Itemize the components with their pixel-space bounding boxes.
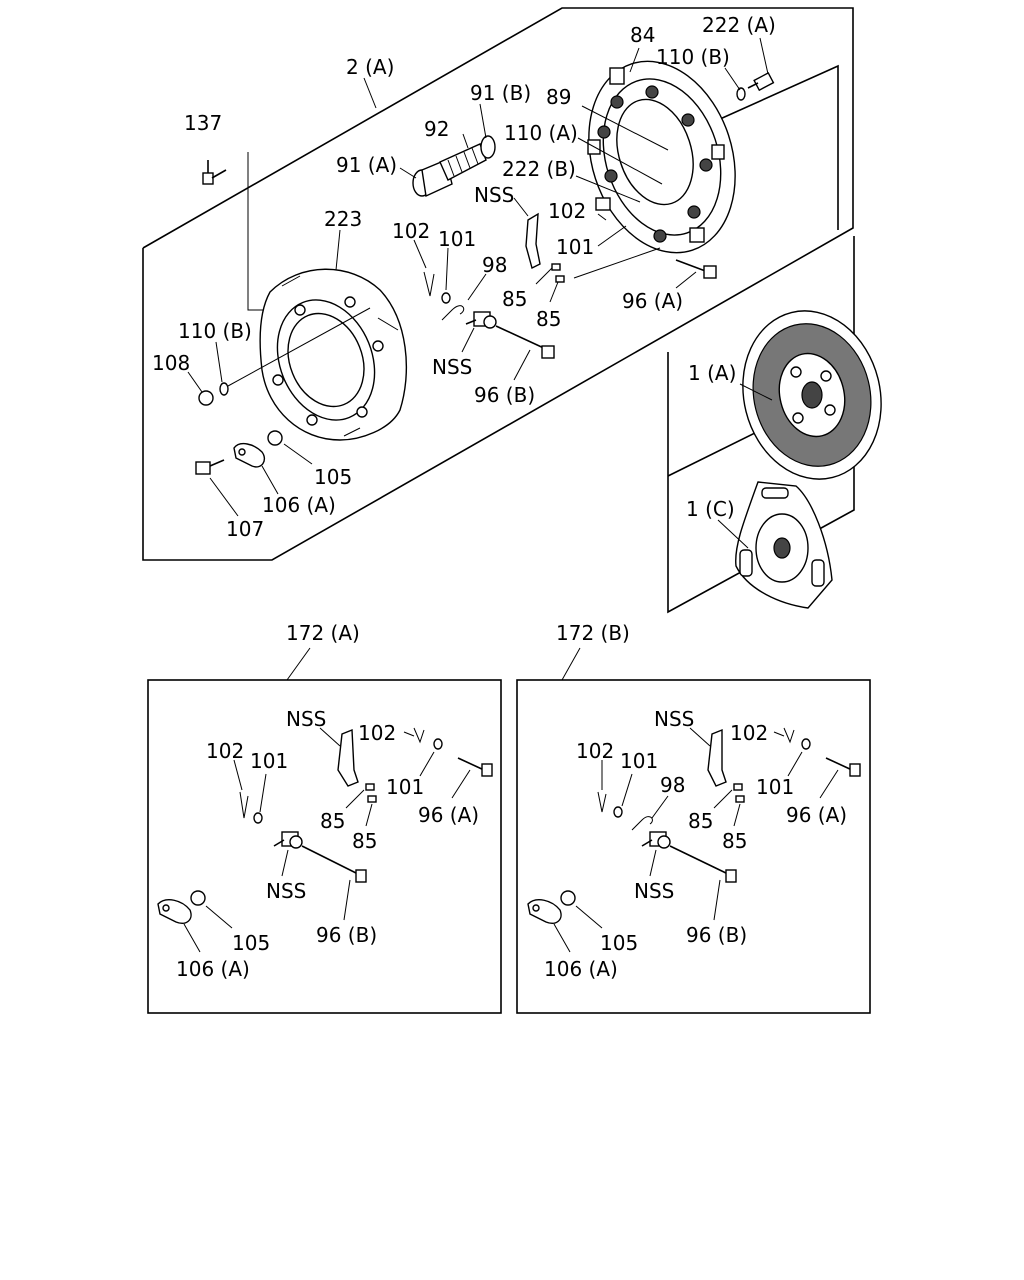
bolt-137	[202, 152, 270, 311]
label-102-left: 102	[392, 219, 430, 243]
label-98: 98	[482, 253, 507, 277]
kit-frame-172b	[516, 647, 871, 1014]
label-137: 137	[184, 111, 222, 135]
clutch-disc-1c	[717, 481, 833, 609]
label-101-left: 101	[438, 227, 476, 251]
pins-85	[535, 263, 565, 303]
kit-a-label-101-b: 101	[386, 775, 424, 799]
label-91b: 91 (B)	[470, 81, 531, 105]
kit-a-label-nss-1: NSS	[286, 707, 326, 731]
leaders-top-right	[575, 37, 769, 247]
label-89: 89	[546, 85, 571, 109]
bolt-96b-top	[495, 325, 555, 381]
label-105-top: 105	[314, 465, 352, 489]
label-101-right: 101	[556, 235, 594, 259]
washer-110b-top	[736, 87, 746, 101]
eyebolt-nss-mid	[461, 311, 497, 353]
washer-110b-left	[215, 307, 371, 396]
label-85-b: 85	[536, 307, 561, 331]
label-1a: 1 (A)	[688, 361, 736, 385]
label-1c: 1 (C)	[686, 497, 735, 521]
label-172b: 172 (B)	[556, 621, 630, 645]
label-nss-mid: NSS	[432, 355, 472, 379]
kit-a-label-85-a: 85	[320, 809, 345, 833]
kit-b-label-101-b: 101	[756, 775, 794, 799]
spring-98	[441, 273, 487, 321]
release-sleeve-92	[399, 103, 496, 198]
label-110a: 110 (A)	[504, 121, 578, 145]
kit-b-label-102-a: 102	[576, 739, 614, 763]
nut-108	[187, 371, 214, 406]
kit-a-label-105: 105	[232, 931, 270, 955]
kit-a-label-96a: 96 (A)	[418, 803, 479, 827]
nut-105-top	[267, 430, 313, 465]
kit-b-label-105: 105	[600, 931, 638, 955]
kit-a-label-102-a: 102	[206, 739, 244, 763]
kit-b-label-nss-1: NSS	[654, 707, 694, 731]
kit-a-label-101-a: 101	[250, 749, 288, 773]
kit-a-parts	[157, 727, 493, 953]
kit-a-label-96b: 96 (B)	[316, 923, 377, 947]
label-106a-top: 106 (A)	[262, 493, 336, 517]
kit-b-parts	[527, 727, 861, 953]
kit-b-label-85-a: 85	[688, 809, 713, 833]
label-96a-top: 96 (A)	[622, 289, 683, 313]
label-91a: 91 (A)	[336, 153, 397, 177]
label-84: 84	[630, 23, 655, 47]
kit-b-label-96b: 96 (B)	[686, 923, 747, 947]
kit-frame-172a	[147, 647, 502, 1014]
label-2a: 2 (A)	[346, 55, 394, 79]
kit-b-label-106a: 106 (A)	[544, 957, 618, 981]
pressure-plate-84	[587, 60, 736, 254]
bolt-96a-top	[573, 247, 717, 289]
label-110b-left: 110 (B)	[178, 319, 252, 343]
kit-b-label-96a: 96 (A)	[786, 803, 847, 827]
pin-102-left	[413, 239, 435, 297]
kit-a-label-85-b: 85	[352, 829, 377, 853]
label-96b-top: 96 (B)	[474, 383, 535, 407]
label-108: 108	[152, 351, 190, 375]
bolt-222a	[747, 71, 775, 92]
label-222a: 222 (A)	[702, 13, 776, 37]
kit-b-label-101-a: 101	[620, 749, 658, 773]
kit-a-label-102-b: 102	[358, 721, 396, 745]
label-110b-top: 110 (B)	[656, 45, 730, 69]
kit-a-label-nss-2: NSS	[266, 879, 306, 903]
label-85-a: 85	[502, 287, 527, 311]
kit-b-label-nss-2: NSS	[634, 879, 674, 903]
clutch-disc-1a	[739, 310, 882, 480]
label-92: 92	[424, 117, 449, 141]
bolt-107	[195, 459, 239, 517]
label-102-right: 102	[548, 199, 586, 223]
label-107: 107	[226, 517, 264, 541]
plate-106a-top	[233, 442, 279, 495]
label-223: 223	[324, 207, 362, 231]
kit-a-label-106a: 106 (A)	[176, 957, 250, 981]
clutch-cover-223	[259, 229, 408, 441]
washer-101-left	[441, 247, 451, 304]
label-222b: 222 (B)	[502, 157, 576, 181]
label-nss-top: NSS	[474, 183, 514, 207]
strut-nss-top	[513, 197, 541, 270]
label-172a: 172 (A)	[286, 621, 360, 645]
kit-b-label-98: 98	[660, 773, 685, 797]
kit-b-label-85-b: 85	[722, 829, 747, 853]
kit-b-label-102-b: 102	[730, 721, 768, 745]
